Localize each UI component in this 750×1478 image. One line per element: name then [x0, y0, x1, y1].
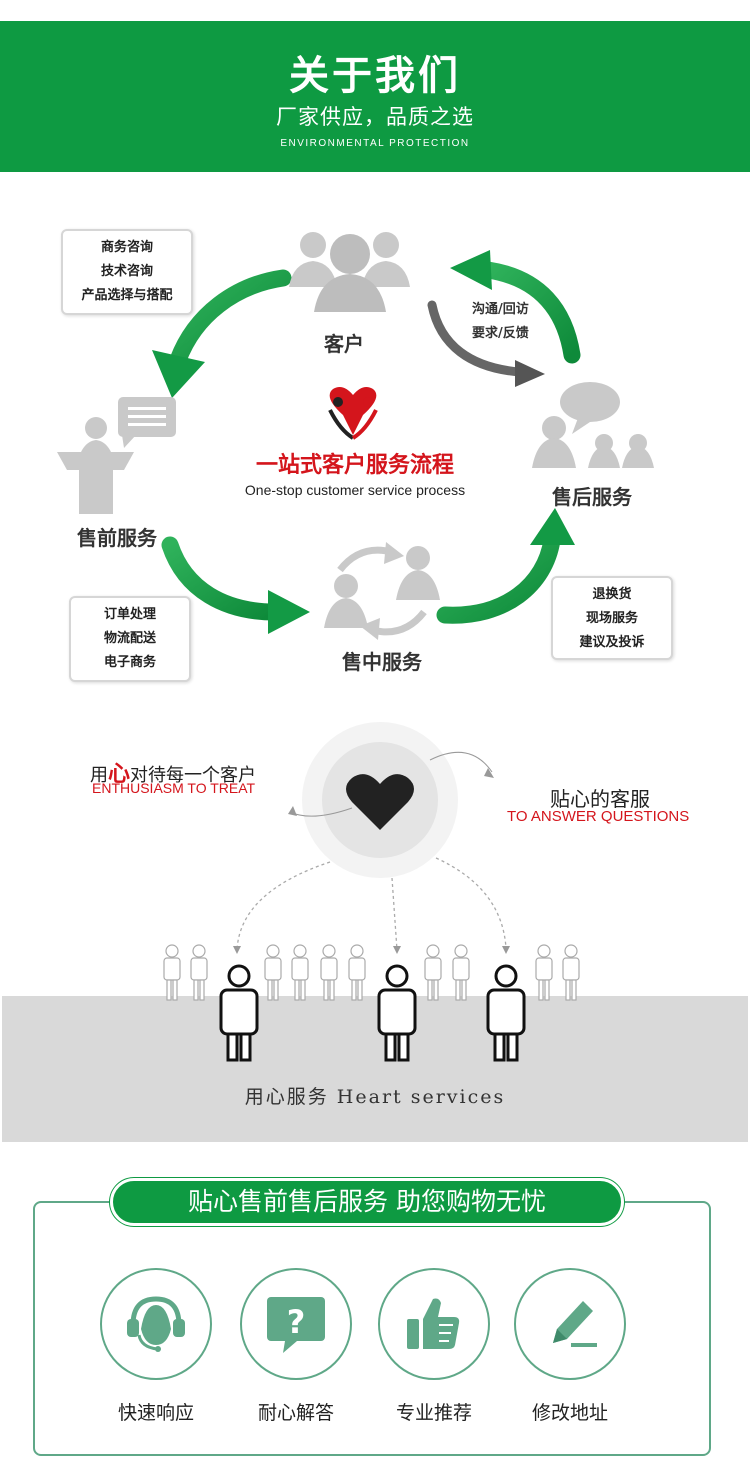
crowd-people-icons — [163, 944, 580, 1001]
feature-fast-response: 快速响应 — [100, 1268, 212, 1425]
heart-slogan-en: ENTHUSIASM TO TREAT — [92, 780, 256, 796]
box-item: 电子商务 — [103, 655, 156, 670]
feature-label: 专业推荐 — [395, 1402, 472, 1424]
feature-circle — [514, 1268, 626, 1380]
heart-slogan-red: 心 — [108, 762, 131, 787]
box-item: 产品选择与搭配 — [81, 288, 173, 303]
about-header: 关于我们 厂家供应，品质之选 ENVIRONMENTAL PROTECTION — [0, 21, 750, 172]
service-slogan-en: TO ANSWER QUESTIONS — [507, 808, 690, 825]
featured-people-icons — [219, 964, 526, 1062]
heart-slogan-pre: 用 — [90, 765, 108, 786]
heart-services-caption: 用心服务 Heart services — [244, 1086, 506, 1108]
arrow-presale-to-insale — [161, 536, 310, 634]
box-item: 现场服务 — [585, 611, 638, 626]
presale-speaker-icon — [57, 397, 176, 514]
thumbs-up-icon — [407, 1298, 460, 1349]
aftersale-support-icon — [532, 382, 654, 468]
box-item: 建议及投诉 — [579, 635, 645, 650]
arrow-note-feedback: 要求/反馈 — [472, 326, 529, 341]
feature-pro-recommend: 专业推荐 — [378, 1268, 490, 1425]
page-subtitle-en: ENVIRONMENTAL PROTECTION — [280, 138, 470, 149]
heart-slogan-post: 对待每一个客户 — [130, 765, 257, 786]
feature-patient-answer: ? 耐心解答 — [240, 1268, 352, 1425]
arrow-aftersale-to-customer — [450, 250, 581, 364]
heart-slogan-cn: 用心对待每一个客户 — [90, 756, 256, 788]
service-slogan-cn: 贴心的客服 — [550, 787, 650, 811]
arrow-note-communicate: 沟通/回访 — [472, 302, 529, 317]
insale-order-box: 订单处理 物流配送 电子商务 — [69, 596, 191, 682]
page-subtitle: 厂家供应，品质之选 — [276, 105, 474, 129]
feature-circle: ? — [240, 1268, 352, 1380]
node-insale-label: 售中服务 — [342, 650, 422, 674]
service-cycle-graphic — [57, 232, 654, 640]
svg-text:?: ? — [287, 1303, 306, 1341]
box-item: 订单处理 — [103, 607, 156, 622]
feature-label: 耐心解答 — [257, 1402, 334, 1424]
question-bubble-icon: ? — [267, 1297, 325, 1353]
headset-icon — [127, 1296, 185, 1352]
customer-group-icon — [289, 232, 410, 312]
box-item: 退换货 — [592, 587, 632, 602]
feature-label: 快速响应 — [117, 1402, 194, 1424]
node-aftersale-label: 售后服务 — [552, 485, 632, 509]
heart-service-graphic — [163, 722, 580, 1062]
insale-exchange-icon — [324, 542, 440, 640]
cycle-title-en: One-stop customer service process — [244, 482, 466, 498]
service-features-title: 贴心售前售后服务 助您购物无忧 — [110, 1178, 624, 1226]
cycle-title-cn: 一站式客户服务流程 — [255, 453, 454, 478]
node-customer-label: 客户 — [324, 332, 364, 356]
arrow-insale-to-aftersale — [436, 508, 575, 624]
box-item: 商务咨询 — [100, 240, 153, 255]
page-title: 关于我们 — [289, 53, 461, 99]
heart-icon — [346, 774, 414, 830]
box-item: 技术咨询 — [100, 264, 153, 279]
aftersale-return-box: 退换货 现场服务 建议及投诉 — [551, 576, 673, 660]
feature-change-address: 修改地址 — [514, 1268, 626, 1425]
feature-circle — [100, 1268, 212, 1380]
arrow-customer-to-presale — [152, 269, 292, 398]
feature-label: 修改地址 — [531, 1402, 608, 1424]
box-item: 物流配送 — [103, 631, 156, 646]
node-presale-label: 售前服务 — [77, 526, 157, 550]
feature-circle — [378, 1268, 490, 1380]
presale-consult-box: 商务咨询 技术咨询 产品选择与搭配 — [61, 229, 193, 315]
heart-services-band — [2, 996, 748, 1142]
heart-people-logo-icon — [328, 387, 378, 440]
pencil-icon — [553, 1301, 597, 1347]
arrow-gray-feedback — [427, 300, 545, 387]
